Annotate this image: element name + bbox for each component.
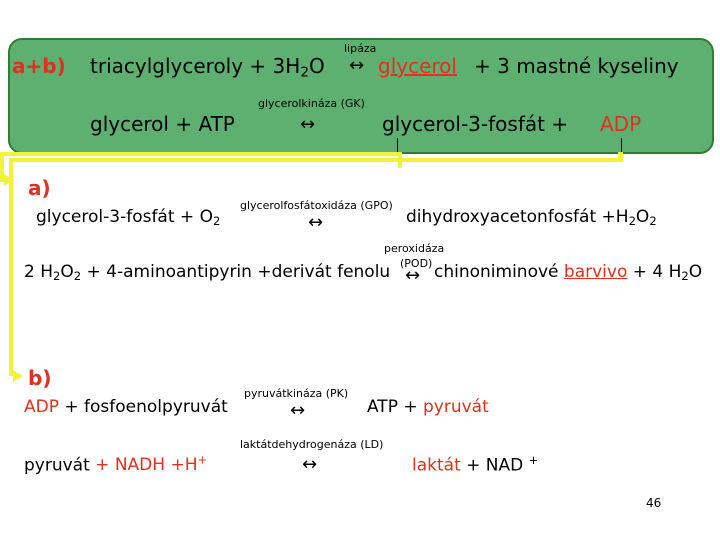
b-reactants-adp-fosfoenolpyruvat: ADP + fosfoenolpyruvát	[24, 397, 228, 417]
reaction-arrow-gpo: ↔	[308, 212, 324, 233]
reactant-triacylglyceroly: triacylglyceroly + 3H2O	[90, 54, 325, 81]
connector-line-to-b	[9, 158, 13, 376]
page-number: 46	[646, 496, 662, 510]
b-products-atp-pyruvat: ATP + pyruvát	[367, 397, 489, 417]
reaction-arrow-pod: ↔	[405, 265, 421, 286]
enzyme-peroxidaza: peroxidáza	[384, 242, 445, 255]
reaction-arrow-gk: ↔	[300, 114, 316, 135]
reaction-arrow-pk: ↔	[290, 400, 306, 421]
connector-line-top-right	[9, 158, 623, 162]
connector-line-top-left	[0, 152, 402, 156]
enzyme-pk: pyruvátkináza (PK)	[244, 387, 349, 400]
label-a: a)	[28, 176, 51, 200]
a-reactant-glycerol-3-fosfat-o2: glycerol-3-fosfát + O2	[36, 207, 221, 228]
enzyme-lipaza: lipáza	[344, 42, 377, 55]
product-adp: ADP	[600, 112, 642, 136]
b-reactants-pyruvat-nadh: pyruvát + NADH +H+	[24, 453, 208, 476]
connector-arrowhead-b	[13, 370, 23, 382]
reactants-glycerol-atp: glycerol + ATP	[90, 112, 235, 136]
highlight-box	[8, 38, 714, 154]
a-product-dihydroxyacetonfosfat: dihydroxyacetonfosfát +H2O2	[406, 207, 657, 228]
label-b: b)	[28, 366, 52, 390]
tick-glycerol-3-fosfat	[397, 138, 398, 152]
label-ab: a+b)	[12, 54, 66, 78]
connector-line-to-a	[0, 152, 4, 182]
b-products-laktat-nad: laktát + NAD +	[412, 453, 539, 476]
product-glycerol: glycerol	[378, 54, 457, 78]
a-reactants-h2o2-aminoantipyrin: 2 H2O2 + 4-aminoantipyrin +derivát fenol…	[24, 262, 391, 283]
enzyme-gpo: glycerolfosfátoxidáza (GPO)	[240, 199, 393, 212]
enzyme-gk: glycerolkináza (GK)	[258, 97, 365, 110]
product-glycerol-3-fosfat: glycerol-3-fosfát +	[382, 112, 569, 136]
reaction-arrow-lipaza: ↔	[349, 55, 365, 76]
enzyme-ld: laktátdehydrogenáza (LD)	[240, 438, 384, 451]
tick-adp	[621, 138, 622, 152]
a-product-chinoniminove-barvivo: chinoniminové barvivo + 4 H2O	[434, 262, 703, 283]
enzyme-pod: (POD)	[400, 257, 433, 270]
product-mastne-kyseliny: + 3 mastné kyseliny	[474, 54, 679, 78]
reaction-arrow-ld: ↔	[302, 454, 318, 475]
connector-line-adp-top	[618, 152, 623, 162]
